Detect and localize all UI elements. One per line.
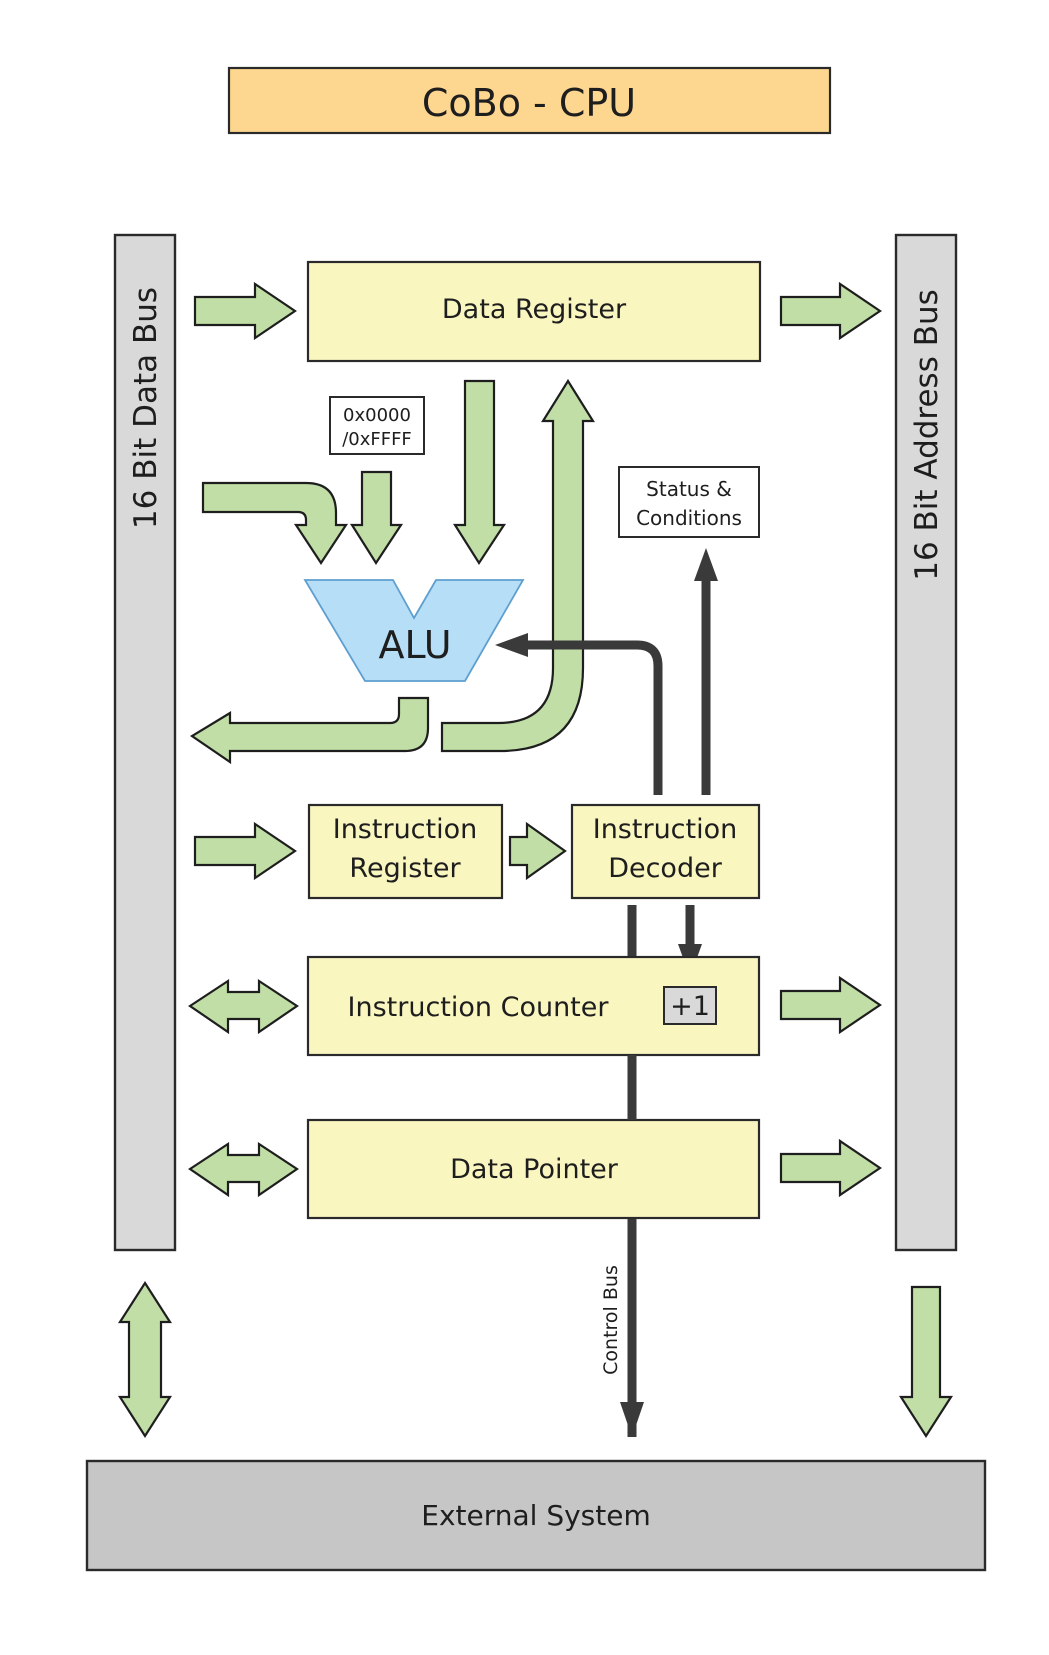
- instruction-register: Instruction Register: [307, 803, 504, 900]
- control-bus-arrowhead: [620, 1402, 644, 1437]
- data-register-label: Data Register: [442, 294, 627, 325]
- data-pointer-label: Data Pointer: [450, 1154, 619, 1185]
- arrow-alu-to-dataregister: [440, 378, 595, 753]
- alu-shape: [303, 579, 525, 682]
- address-bus-label: 16 Bit Address Bus: [909, 289, 945, 581]
- title-box: CoBo - CPU: [227, 66, 832, 135]
- control-arrowhead-status: [694, 548, 718, 581]
- external-system-box: [85, 1459, 987, 1572]
- data-register: Data Register: [306, 260, 762, 363]
- instruction-counter: Instruction Counter +1: [306, 955, 761, 1057]
- instruction-counter-label: Instruction Counter: [348, 992, 610, 1023]
- data-bus-label: 16 Bit Data Bus: [128, 287, 164, 529]
- arrow-constant-to-alu: [350, 470, 404, 566]
- diagram-title: CoBo - CPU: [422, 81, 636, 125]
- instruction-decoder-box: [570, 803, 761, 900]
- data-pointer-box: [306, 1118, 761, 1220]
- increment-label: +1: [670, 991, 710, 1022]
- arrow-addressbus-external: [898, 1285, 954, 1439]
- arrow-datapointer-to-addressbus: [779, 1138, 882, 1198]
- instruction-register-line-1: Instruction: [333, 814, 478, 845]
- status-line-2: Conditions: [636, 506, 742, 530]
- address-bus: 16 Bit Address Bus: [894, 233, 958, 1252]
- constant-line-1: 0x0000: [343, 405, 411, 426]
- data-pointer: Data Pointer: [306, 1118, 761, 1220]
- instruction-decoder-line-2: Decoder: [608, 853, 723, 884]
- arrow-instructioncounter-to-addressbus: [779, 975, 882, 1035]
- status-conditions: Status & Conditions: [618, 466, 760, 538]
- arrow-databus-to-alu: [201, 481, 349, 566]
- status-box: [618, 466, 760, 538]
- external-system-label: External System: [421, 1499, 650, 1532]
- control-arrowhead-alu: [495, 633, 528, 657]
- arrow-databus-to-instructionregister: [193, 821, 297, 881]
- constant-line-2: /0xFFFF: [342, 429, 412, 450]
- control-bus-label: Control Bus: [600, 1265, 622, 1375]
- arrow-dataregister-to-addressbus: [779, 281, 882, 341]
- data-register-box: [306, 260, 762, 363]
- arrow-databus-to-dataregister: [193, 281, 297, 341]
- address-bus-bar: [894, 233, 958, 1252]
- instruction-decoder-line-1: Instruction: [593, 814, 738, 845]
- control-line-to-alu: [520, 640, 663, 795]
- arrow-dataregister-to-alu: [453, 379, 507, 566]
- constant-box-rect: [329, 396, 425, 455]
- arrow-databus-external: [117, 1280, 173, 1439]
- constant-box: 0x0000 /0xFFFF: [329, 396, 425, 455]
- alu-label: ALU: [378, 623, 451, 667]
- arrow-databus-instructioncounter: [188, 978, 299, 1035]
- arrow-instructionregister-to-decoder: [508, 821, 567, 881]
- external-system: External System: [85, 1459, 987, 1572]
- arrow-databus-datapointer: [188, 1141, 299, 1198]
- arrow-alu-to-databus: [189, 696, 430, 765]
- increment-box: [663, 986, 717, 1025]
- data-bus: 16 Bit Data Bus: [113, 233, 177, 1252]
- title-background: [227, 66, 832, 135]
- status-line-1: Status &: [646, 477, 732, 501]
- instruction-decoder: Instruction Decoder: [570, 803, 761, 900]
- instruction-register-box: [307, 803, 504, 900]
- alu: ALU: [303, 579, 525, 682]
- instruction-register-line-2: Register: [349, 853, 461, 884]
- data-bus-bar: [113, 233, 177, 1252]
